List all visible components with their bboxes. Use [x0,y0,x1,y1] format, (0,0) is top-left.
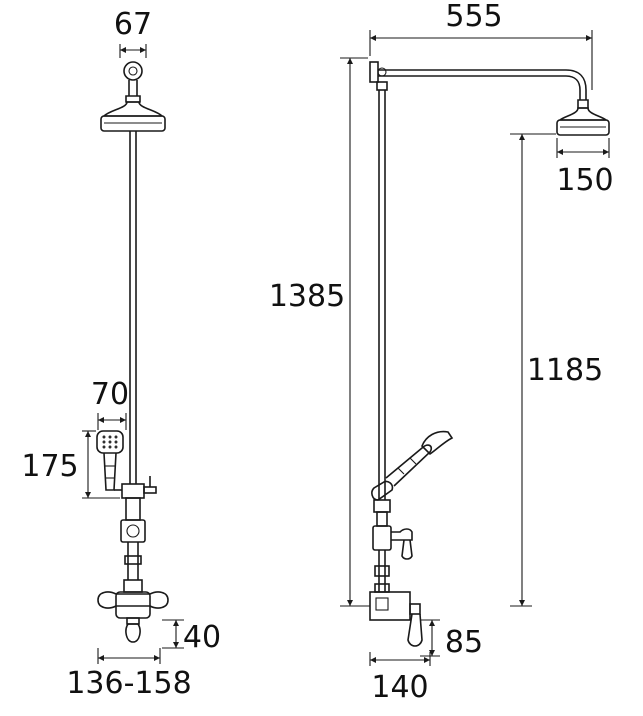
dim-label-valve-depth: 85 [445,625,483,660]
dim-side-total-height: 1385 [269,57,370,607]
dim-side-head-diameter: 150 [556,138,614,198]
dim-front-valve-projection: 40 [162,619,221,655]
side-handset [371,430,454,501]
side-riser-rail [378,90,386,500]
side-diverter [372,499,413,593]
front-riser-rail [129,131,137,484]
dim-label-total-height: 1385 [269,279,345,314]
side-shower-head [556,99,610,136]
dim-front-handset-height: 175 [21,430,120,499]
side-arm [369,61,587,100]
dim-label-valve-projection: 40 [183,620,221,655]
front-diverter [114,476,157,580]
front-handset [96,430,124,491]
dim-side-arm-reach: 555 [369,0,593,90]
front-shower-head [100,101,166,132]
dim-label-top-width: 67 [114,7,152,42]
dim-label-handset-height: 175 [21,449,78,484]
dim-label-head-height: 1185 [527,353,603,388]
dim-label-handset-offset: 70 [91,377,129,412]
dim-label-valve-width: 136-158 [66,666,191,701]
dim-front-valve-width: 136-158 [66,648,192,701]
side-valve-body [369,591,423,647]
dim-side-valve-width: 140 [369,652,431,705]
side-view: 555 150 1385 1185 [269,0,614,705]
dim-label-head-diameter: 150 [556,163,613,198]
dim-front-handset-offset: 70 [91,377,129,430]
dim-label-valve-width-side: 140 [371,670,428,705]
dim-label-arm-reach: 555 [445,0,502,34]
dim-side-head-height: 1185 [510,133,603,607]
front-top-bracket [123,61,143,103]
dim-side-valve-depth: 85 [420,619,483,660]
front-valve-body [97,579,169,643]
dim-front-top-width: 67 [114,7,152,58]
front-view: 67 70 175 40 [21,7,221,701]
